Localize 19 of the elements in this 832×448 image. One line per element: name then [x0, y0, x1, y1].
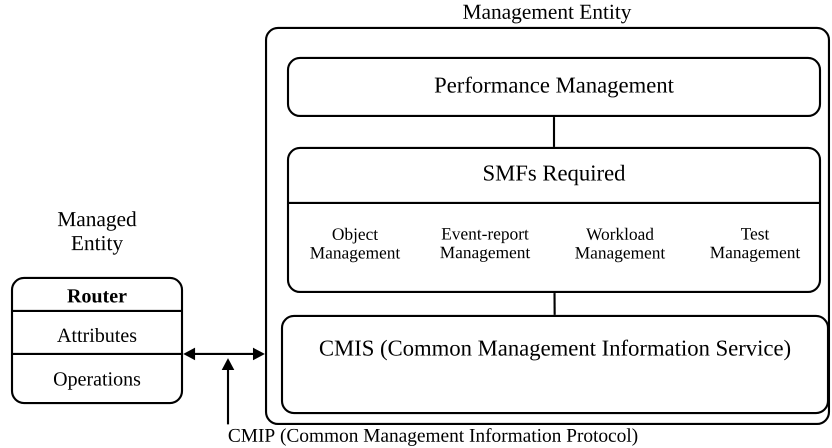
protocol-label: CMIP (Common Management Information Protocol): [228, 428, 638, 446]
function-label: Workload Management: [575, 228, 666, 262]
attribute-label: Attributes: [57, 328, 136, 342]
box-heading: SMFs Required: [484, 164, 626, 186]
box-label: Performance Management: [434, 76, 674, 98]
box-heading: Managed Entity: [58, 211, 136, 255]
box-label: CMIS (Common Management Information Service): [320, 340, 790, 360]
function-box: [286, 146, 822, 294]
connector-line: [552, 117, 556, 147]
process-box: [286, 56, 822, 118]
connector-line: [553, 293, 556, 315]
class-box: [10, 211, 184, 404]
function-label: Test Management: [710, 228, 800, 262]
service-box: [280, 314, 830, 414]
frame-heading: Management Entity: [463, 4, 632, 24]
function-label: Object Management: [310, 228, 400, 262]
function-label: Event-report Management: [440, 228, 530, 262]
class-name: Router: [67, 289, 127, 303]
operation-label: Operations: [54, 372, 140, 390]
